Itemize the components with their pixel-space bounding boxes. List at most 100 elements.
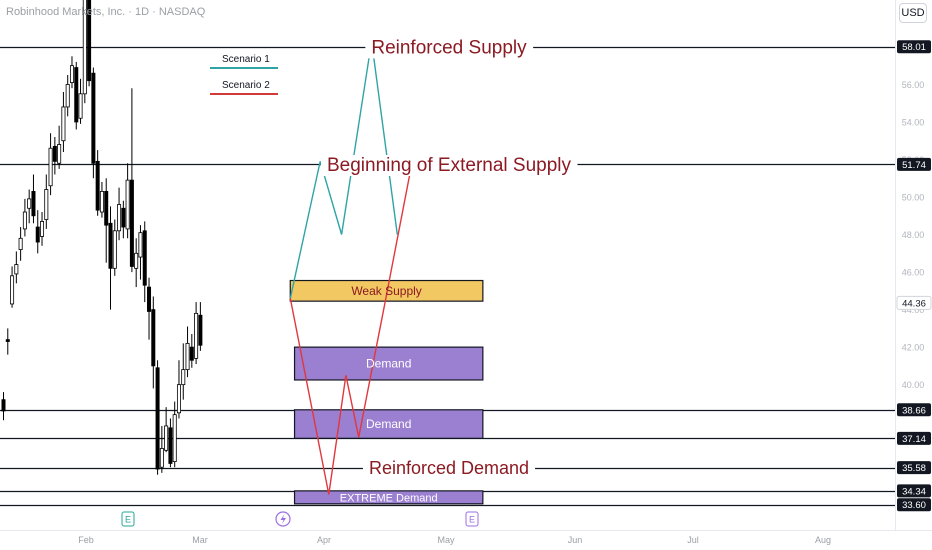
price-label-box xyxy=(897,484,931,498)
earnings-icon: E xyxy=(465,511,479,527)
candle-body xyxy=(78,93,83,119)
candle xyxy=(104,178,109,263)
candle xyxy=(112,219,117,276)
demand-zone-label: EXTREME Demand xyxy=(340,492,438,504)
candle-body xyxy=(181,369,186,386)
candle-body xyxy=(82,0,87,95)
candle-body xyxy=(35,226,40,243)
price-label: 37.14 xyxy=(902,434,926,445)
plot-background xyxy=(0,0,895,530)
y-tick-label: 44.00 xyxy=(902,305,925,315)
candle-body xyxy=(52,145,57,162)
candles xyxy=(1,0,203,475)
candle-body xyxy=(138,232,143,258)
x-tick-label: Apr xyxy=(317,535,331,545)
candle-body xyxy=(129,179,134,267)
price-label-box xyxy=(897,498,931,512)
candle-body xyxy=(87,0,92,82)
candle-body xyxy=(5,339,10,342)
candle-body xyxy=(74,67,79,123)
candle-body xyxy=(1,399,6,412)
candle xyxy=(151,296,156,389)
candle-body xyxy=(18,237,23,250)
level-label: Beginning of External Supply xyxy=(327,155,571,176)
price-label: 33.60 xyxy=(902,500,926,511)
candle xyxy=(172,401,177,468)
candle xyxy=(138,225,143,280)
candle-body xyxy=(155,367,160,470)
x-tick-label: Aug xyxy=(815,535,831,545)
candle xyxy=(74,61,79,130)
price-label-box xyxy=(897,40,931,54)
x-tick-label: Mar xyxy=(192,535,208,545)
candle-body xyxy=(10,275,15,305)
legend-scenario-2-line xyxy=(210,93,278,95)
candle xyxy=(65,75,70,117)
candle-body xyxy=(65,84,70,108)
candle-body xyxy=(189,346,194,361)
candle-body xyxy=(164,425,169,451)
candle-body xyxy=(198,314,203,346)
price-label: 51.74 xyxy=(902,160,926,171)
candle xyxy=(18,227,23,261)
candle xyxy=(5,328,10,355)
candle xyxy=(117,187,122,241)
candle-body xyxy=(108,222,113,269)
candle-body xyxy=(14,264,19,275)
currency-button[interactable]: USD xyxy=(899,3,927,23)
candle xyxy=(78,78,83,124)
price-label: 34.34 xyxy=(902,486,926,497)
demand-zone xyxy=(293,409,484,439)
price-label-box xyxy=(897,157,931,171)
candle-body xyxy=(142,230,147,286)
price-label-box xyxy=(897,461,931,475)
candle xyxy=(87,0,92,87)
candle xyxy=(189,333,194,368)
supply-zone-label: Weak Supply xyxy=(351,284,421,298)
level-label-background xyxy=(362,457,536,478)
demand-zone-label: Demand xyxy=(366,357,411,371)
price-label: 58.01 xyxy=(902,42,926,53)
candle xyxy=(164,407,169,453)
candle xyxy=(125,163,130,239)
y-tick-label: 46.00 xyxy=(902,268,925,278)
candle xyxy=(95,150,100,216)
candle xyxy=(198,302,203,351)
candle xyxy=(168,418,173,468)
candle-body xyxy=(172,414,177,462)
candle xyxy=(52,136,57,175)
candle-body xyxy=(176,384,181,414)
scenario-2-path xyxy=(289,172,411,495)
candle xyxy=(22,198,27,237)
candle-body xyxy=(151,309,156,367)
legend-scenario-1-label: Scenario 1 xyxy=(222,54,270,65)
price-label-box xyxy=(896,295,932,310)
x-tick-label: May xyxy=(437,535,455,545)
candle-body xyxy=(69,65,74,83)
candle xyxy=(155,360,160,475)
candle xyxy=(176,360,181,419)
candle xyxy=(44,174,49,229)
candle-body xyxy=(121,207,126,228)
y-tick-label: 56.00 xyxy=(902,80,925,90)
candle xyxy=(14,251,19,284)
candle-body xyxy=(112,230,117,269)
candle-body xyxy=(104,190,109,226)
price-label-box xyxy=(897,403,931,417)
candle xyxy=(91,67,96,179)
candle-body xyxy=(61,106,66,142)
candle xyxy=(31,174,36,224)
candle-body xyxy=(40,221,45,237)
level-label-background xyxy=(365,37,534,59)
candle xyxy=(35,210,40,254)
x-tick-label: Jun xyxy=(568,535,583,545)
candle xyxy=(61,91,66,152)
candle-body xyxy=(48,147,53,187)
candle-body xyxy=(99,190,104,213)
scenario-1-path xyxy=(289,41,398,299)
candle-body xyxy=(194,312,199,359)
